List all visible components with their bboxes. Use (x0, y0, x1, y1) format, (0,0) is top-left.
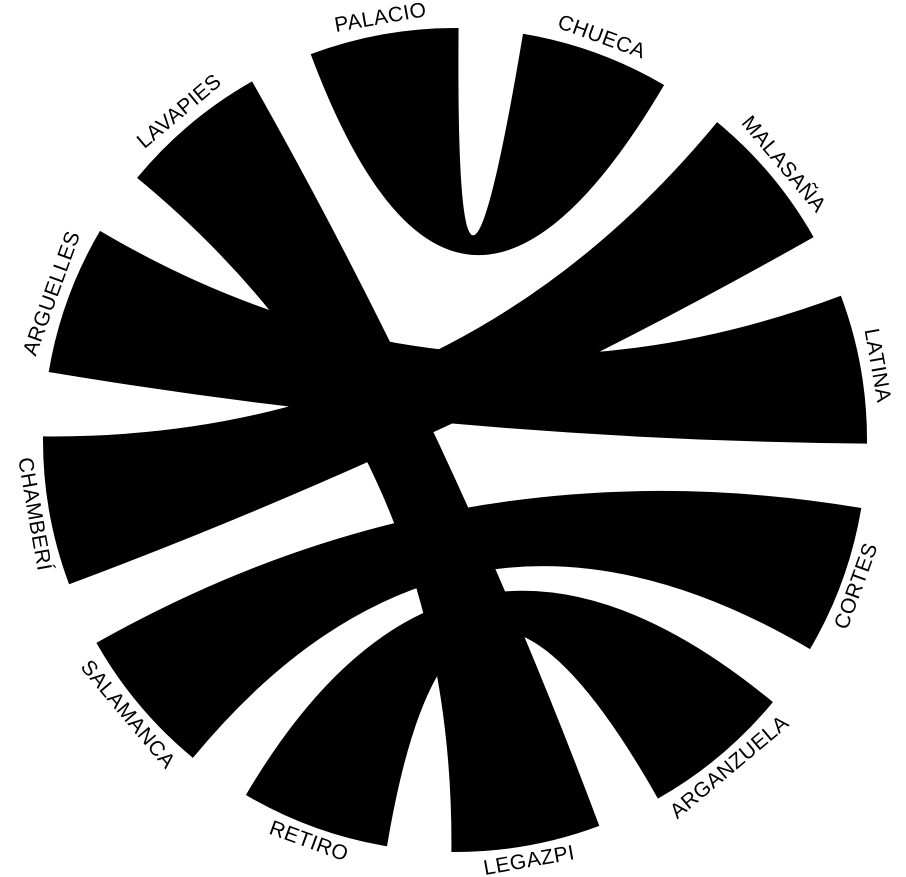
ribbon-layer (43, 28, 867, 852)
ribbon-palacio-chueca (311, 28, 664, 255)
district-label-latina: LATINA (860, 327, 896, 405)
